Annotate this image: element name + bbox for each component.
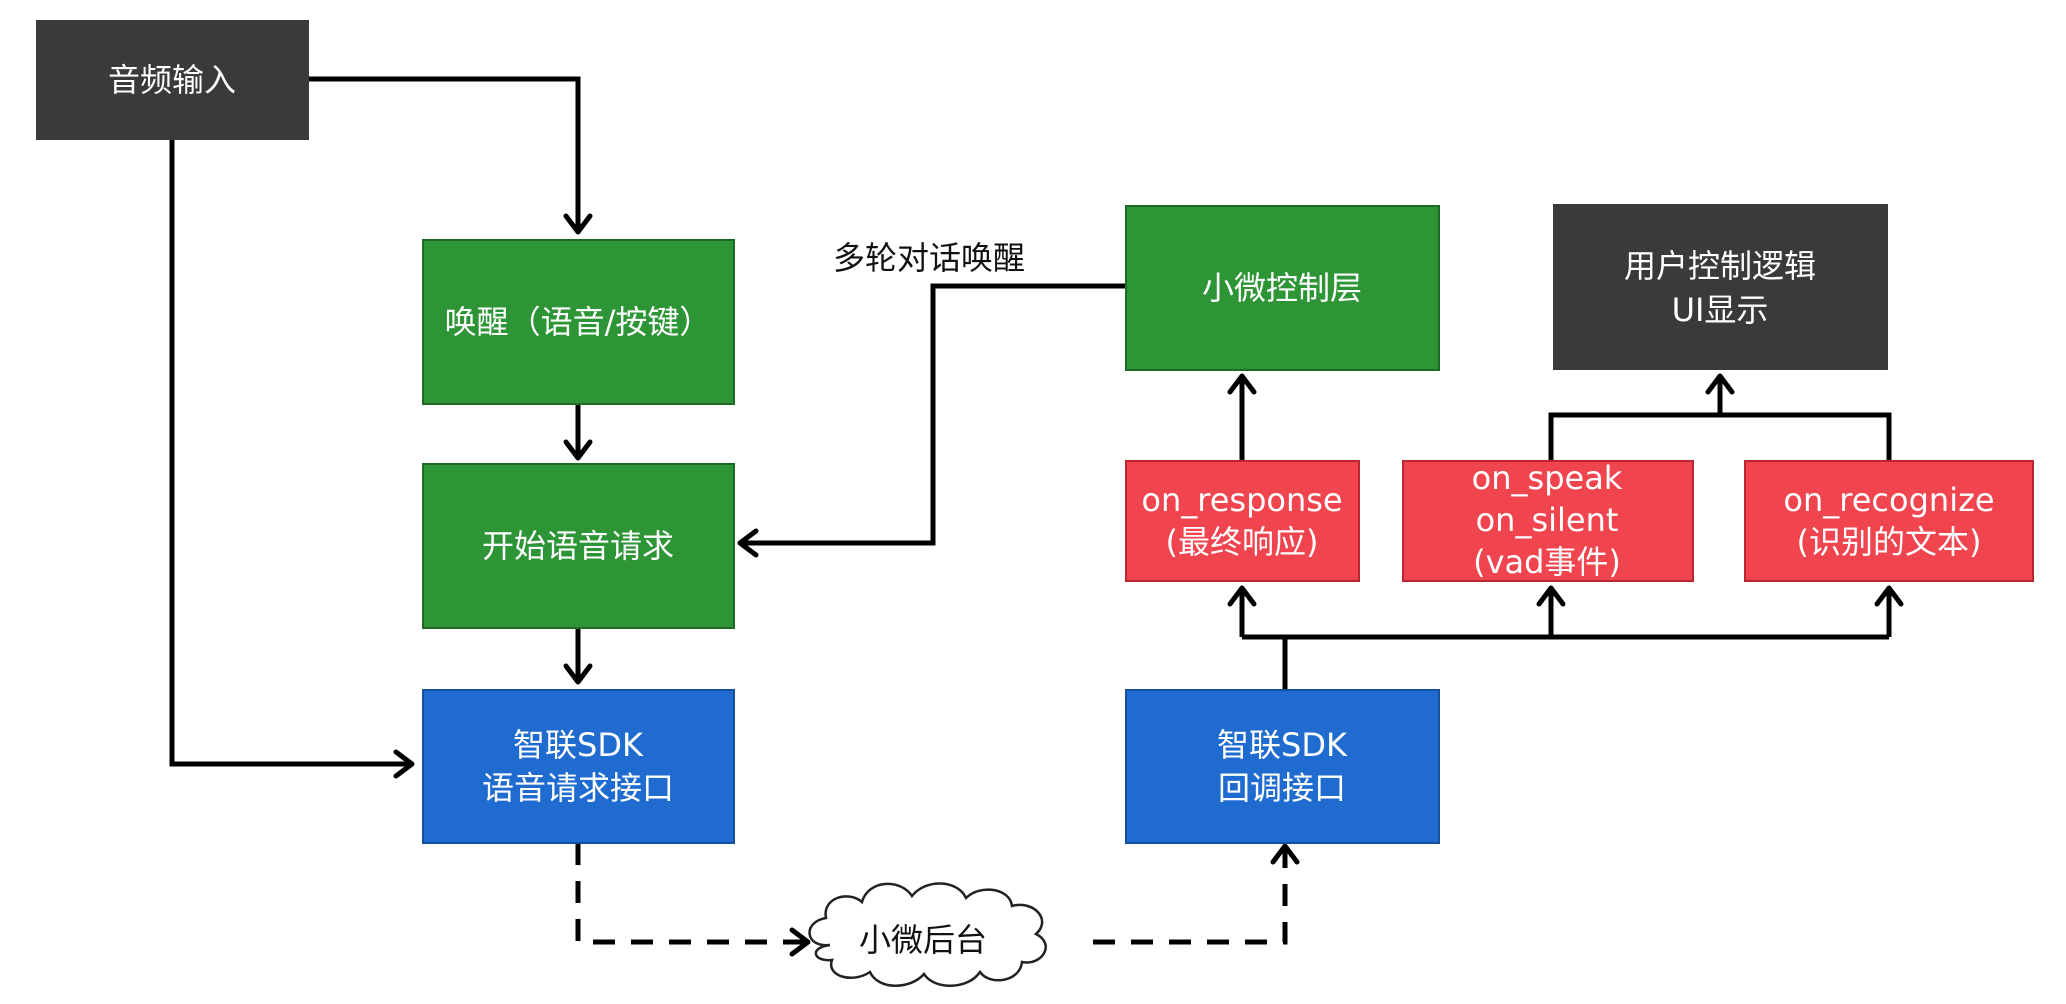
node-on-speak: on_speak on_silent (vad事件) [1402,459,1694,582]
on-speak-line2: on_silent [1476,501,1619,539]
start-request-label: 开始语音请求 [482,527,674,565]
user-logic-line1: 用户控制逻辑 [1624,247,1816,285]
sdk-callback-line2: 回调接口 [1218,769,1346,807]
edge-callback-fanout [1242,634,1889,690]
arrowhead [393,749,415,779]
edge-audio-to-wakeup [309,76,581,230]
control-layer-label: 小微控制层 [1202,269,1362,307]
arrowhead [789,927,811,957]
arrowhead [1705,373,1735,395]
arrowhead [1227,373,1257,395]
user-logic-line2: UI显示 [1672,291,1769,329]
edge-backend-to-callback [1093,850,1288,945]
node-user-logic: 用户控制逻辑 UI显示 [1553,204,1888,370]
sdk-request-line1: 智联SDK [513,726,644,764]
node-wakeup: 唤醒（语音/按键） [422,239,735,405]
edge-audio-to-sdk [169,140,410,767]
arrowhead [737,528,759,558]
arrowhead [1270,843,1300,865]
on-recognize-line2: (识别的文本) [1797,523,1982,561]
on-speak-line1: on_speak [1472,459,1623,497]
node-start-request: 开始语音请求 [422,463,735,629]
arrowhead [563,213,593,235]
node-sdk-request: 智联SDK 语音请求接口 [422,689,735,844]
edge-sdk-to-backend [575,843,806,945]
edge-control-to-start [742,283,1126,546]
multi-turn-label: 多轮对话唤醒 [833,239,1025,277]
node-control-layer: 小微控制层 [1125,205,1440,371]
arrowhead [1227,585,1257,607]
on-speak-line3: (vad事件) [1473,543,1621,581]
arrowhead [563,663,593,685]
arrowhead [1536,585,1566,607]
arrowhead [1874,585,1904,607]
node-on-response: on_response (最终响应) [1125,460,1360,582]
backend-label: 小微后台 [859,921,987,959]
node-backend-cloud: 小微后台 [808,882,1047,987]
on-response-line1: on_response [1141,481,1342,519]
node-audio-input: 音频输入 [36,20,309,140]
on-recognize-line1: on_recognize [1783,481,1994,519]
node-sdk-callback: 智联SDK 回调接口 [1125,689,1440,844]
cloud-icon [808,882,1047,987]
sdk-request-line2: 语音请求接口 [482,769,674,807]
arrowhead [563,439,593,461]
on-response-line2: (最终响应) [1166,523,1319,561]
node-on-recognize: on_recognize (识别的文本) [1744,460,2034,582]
edge-speak-recognize-to-user [1548,380,1892,461]
wakeup-label: 唤醒（语音/按键） [445,303,712,341]
sdk-callback-line1: 智联SDK [1217,726,1348,764]
audio-input-label: 音频输入 [108,61,236,99]
